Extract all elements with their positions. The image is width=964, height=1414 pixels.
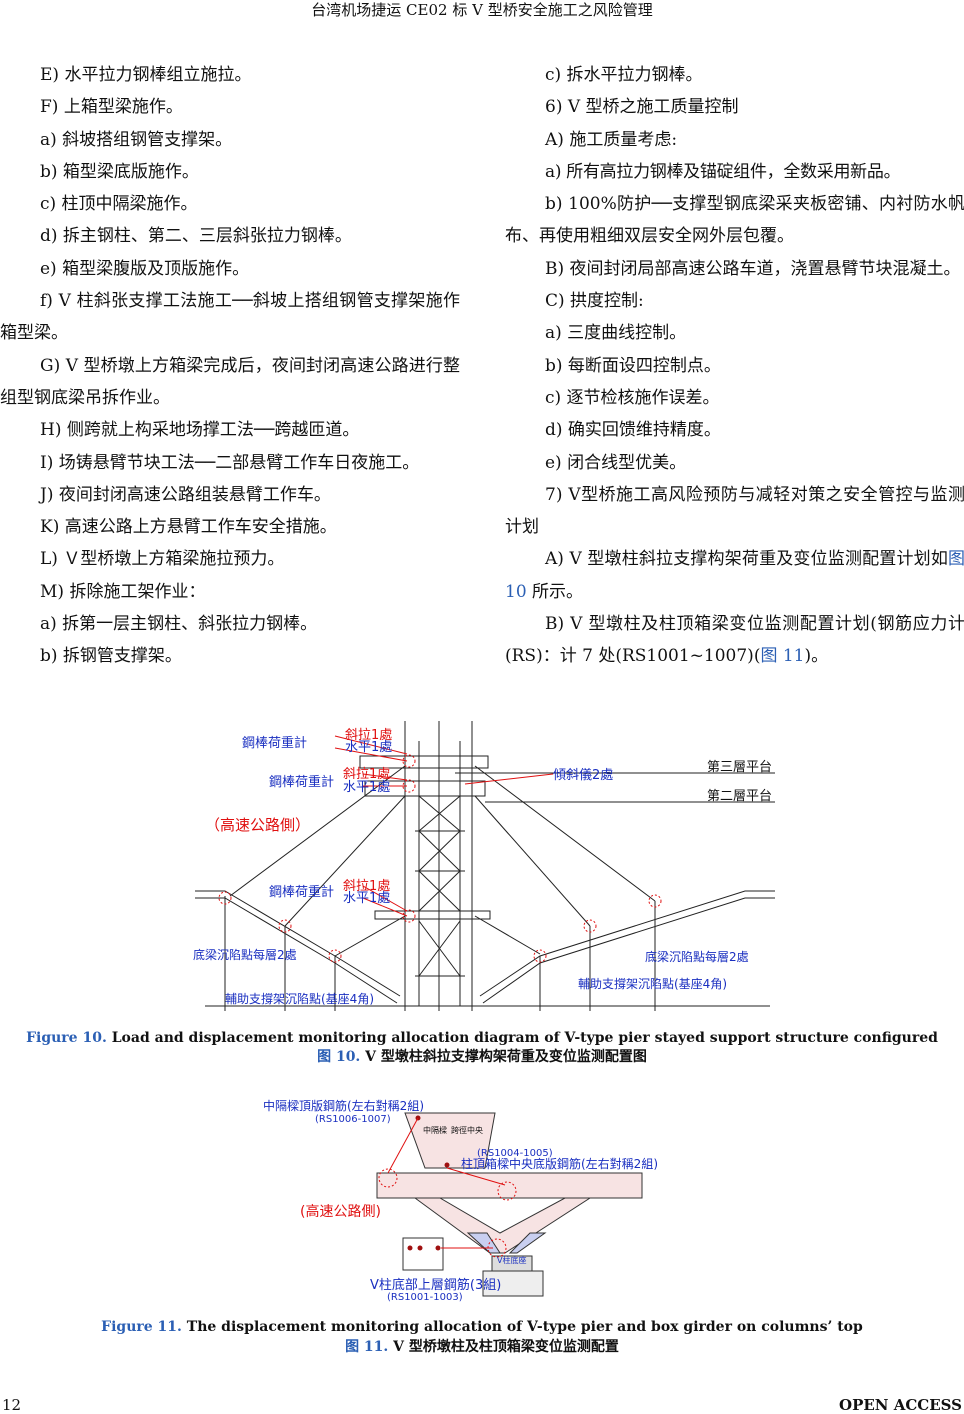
paragraph: c) 柱顶中隔梁施作。 xyxy=(40,194,198,215)
paragraph: G) V 型桥墩上方箱梁完成后，夜间封闭高速公路进行整组型钢底梁吊拆作业。 xyxy=(0,355,460,408)
paragraph: a) 斜坡搭组钢管支撑架。 xyxy=(40,129,233,150)
label-load-gauge: 鋼棒荷重計 xyxy=(242,735,307,751)
figure-11-link[interactable]: 图 11 xyxy=(760,646,805,667)
label-midspan: 跨徑中央 xyxy=(451,1125,483,1135)
label-level2: 第二層平台 xyxy=(707,789,772,804)
running-header: 台湾机场捷运 CE02 标 V 型桥安全施工之风险管理 xyxy=(311,1,653,19)
figure-10-diagram: 鋼棒荷重計 鋼棒荷重計 鋼棒荷重計 傾斜儀2處 水平1處 水平1處 水平1處 底… xyxy=(193,721,775,1011)
paragraph: B) 夜间封闭局部高速公路车道，浇置悬臂节块混凝土。 xyxy=(545,258,961,279)
text: A) V 型墩柱斜拉支撑构架荷重及变位监测配置计划如 xyxy=(545,549,948,570)
paragraph: c) 逐节检核施作误差。 xyxy=(545,387,720,408)
figure-11-diagram: 中隔樑頂版鋼筋(左右對稱2組) (RS1006-1007) (RS1004-10… xyxy=(263,1098,658,1303)
figure-11-caption-zh: 图 11. V 型桥墩柱及柱顶箱梁变位监测配置 xyxy=(0,1338,964,1357)
label-diag: 斜拉1處 xyxy=(343,879,390,894)
paragraph: a) 三度曲线控制。 xyxy=(545,323,687,344)
paragraph: J) 夜间封闭高速公路组装悬臂工作车。 xyxy=(40,484,331,505)
label-diaphragm: 中隔樑 xyxy=(423,1125,447,1135)
paragraph: d) 确实回馈维持精度。 xyxy=(545,420,721,441)
paragraph: K) 高速公路上方悬臂工作车安全措施。 xyxy=(40,517,337,538)
label-base-rs: (RS1001-1003) xyxy=(387,1292,463,1303)
label-base: V柱底部上層鋼筋(3組) xyxy=(370,1277,501,1293)
text: )。 xyxy=(804,646,829,667)
paragraph: b) 每断面设四控制点。 xyxy=(545,355,721,376)
label-settle: 底梁沉陷點每層2處 xyxy=(193,947,297,962)
paragraph: c) 拆水平拉力钢棒。 xyxy=(545,65,703,85)
right-column: c) 拆水平拉力钢棒。 6) V 型桥之施工质量控制 A) 施工质量考虑: a)… xyxy=(505,59,964,673)
paragraph: a) 拆第一层主钢柱、斜张拉力钢棒。 xyxy=(40,614,318,635)
label-aux: 輔助支撐架沉陷點(基座4角) xyxy=(225,991,374,1006)
paragraph: 6) V 型桥之施工质量控制 xyxy=(545,97,739,118)
label-horiz: 水平1處 xyxy=(343,780,390,795)
caption-text: Load and displacement monitoring allocat… xyxy=(106,1030,938,1046)
paragraph: C) 拱度控制: xyxy=(545,291,644,312)
figure-number: Figure 10. xyxy=(26,1030,107,1046)
paragraph: e) 箱型梁腹版及顶版施作。 xyxy=(40,258,250,279)
caption-text: The displacement monitoring allocation o… xyxy=(181,1319,863,1335)
figure-number: Figure 11. xyxy=(101,1319,182,1335)
figure-10-caption-en: Figure 10. Load and displacement monitor… xyxy=(0,1029,964,1048)
paragraph: L) Ｖ型桥墩上方箱梁施拉预力。 xyxy=(40,549,285,570)
paragraph: f) V 柱斜张支撑工法施工──斜坡上搭组钢管支撑架施作箱型梁。 xyxy=(0,291,460,344)
label-mid-rs: (RS1004-1005) xyxy=(477,1148,553,1159)
open-access-label: OPEN ACCESS xyxy=(839,1396,962,1414)
page-number: 12 xyxy=(2,1396,22,1414)
paragraph: d) 拆主钢柱、第二、三层斜张拉力钢棒。 xyxy=(40,226,352,247)
paragraph: A) V 型墩柱斜拉支撑构架荷重及变位监测配置计划如图 10 所示。 xyxy=(505,543,964,608)
paragraph: b) 100%防护──支撑型钢底梁采夹板密铺、内衬防水帆布、再使用粗细双层安全网… xyxy=(505,194,964,247)
label-diag: 斜拉1處 xyxy=(345,728,392,743)
caption-text: V 型桥墩柱及柱顶箱梁变位监测配置 xyxy=(388,1339,619,1355)
label-load-gauge: 鋼棒荷重計 xyxy=(269,774,334,790)
label-settle: 底梁沉陷點每層2處 xyxy=(645,949,749,964)
paragraph: F) 上箱型梁施作。 xyxy=(40,97,183,118)
label-level3: 第三層平台 xyxy=(707,760,772,775)
paragraph: b) 箱型梁底版施作。 xyxy=(40,161,199,182)
figure-number: 图 10. xyxy=(317,1049,361,1065)
figure-10-caption-zh: 图 10. V 型墩柱斜拉支撑构架荷重及变位监测配置图 xyxy=(0,1048,964,1067)
paragraph: H) 侧跨就上构采地场撑工法──跨越匝道。 xyxy=(40,420,360,441)
figure-10-link[interactable]: 图 10 xyxy=(505,549,964,602)
label-top-slab-rs: (RS1006-1007) xyxy=(315,1114,391,1125)
left-column: E) 水平拉力钢棒组立施拉。 F) 上箱型梁施作。 a) 斜坡搭组钢管支撑架。 … xyxy=(0,59,460,673)
paragraph: 7) V型桥施工高风险预防与减轻对策之安全管控与监测计划 xyxy=(505,484,964,538)
label-vbase: V柱底座 xyxy=(497,1255,526,1265)
paragraph: I) 场铸悬臂节块工法──二部悬臂工作车日夜施工。 xyxy=(40,452,420,473)
label-load-gauge: 鋼棒荷重計 xyxy=(269,884,334,900)
paragraph: b) 拆钢管支撑架。 xyxy=(40,646,182,667)
label-tilt: 傾斜儀2處 xyxy=(553,768,613,783)
paragraph: A) 施工质量考虑: xyxy=(545,129,678,150)
figure-number: 图 11. xyxy=(345,1339,389,1355)
label-mid: 柱頂箱樑中央底版鋼筋(左右對稱2組) xyxy=(461,1156,658,1171)
caption-text: V 型墩柱斜拉支撑构架荷重及变位监测配置图 xyxy=(360,1049,647,1065)
text: B) V 型墩柱及柱顶箱梁变位监测配置计划(钢筋应力计(RS)：计 7 处(RS… xyxy=(505,614,964,667)
paragraph: B) V 型墩柱及柱顶箱梁变位监测配置计划(钢筋应力计(RS)：计 7 处(RS… xyxy=(505,608,964,673)
paragraph: e) 闭合线型优美。 xyxy=(545,452,687,473)
label-highway: (高速公路側) xyxy=(300,1203,381,1220)
label-diag: 斜拉1處 xyxy=(343,767,390,782)
paragraph: E) 水平拉力钢棒组立施拉。 xyxy=(40,65,252,85)
label-aux: 輔助支撐架沉陷點(基座4角) xyxy=(578,976,727,991)
paragraph: M) 拆除施工架作业： xyxy=(40,581,206,602)
label-highway: （高速公路側） xyxy=(205,816,310,834)
label-horiz: 水平1處 xyxy=(345,740,392,755)
paragraph: a) 所有高拉力钢棒及锚碇组件，全数采用新品。 xyxy=(545,161,901,182)
label-horiz: 水平1處 xyxy=(343,891,390,906)
text: 所示。 xyxy=(526,581,584,602)
label-top-slab: 中隔樑頂版鋼筋(左右對稱2組) xyxy=(263,1098,424,1113)
figure-11-caption-en: Figure 11. The displacement monitoring a… xyxy=(0,1318,964,1337)
